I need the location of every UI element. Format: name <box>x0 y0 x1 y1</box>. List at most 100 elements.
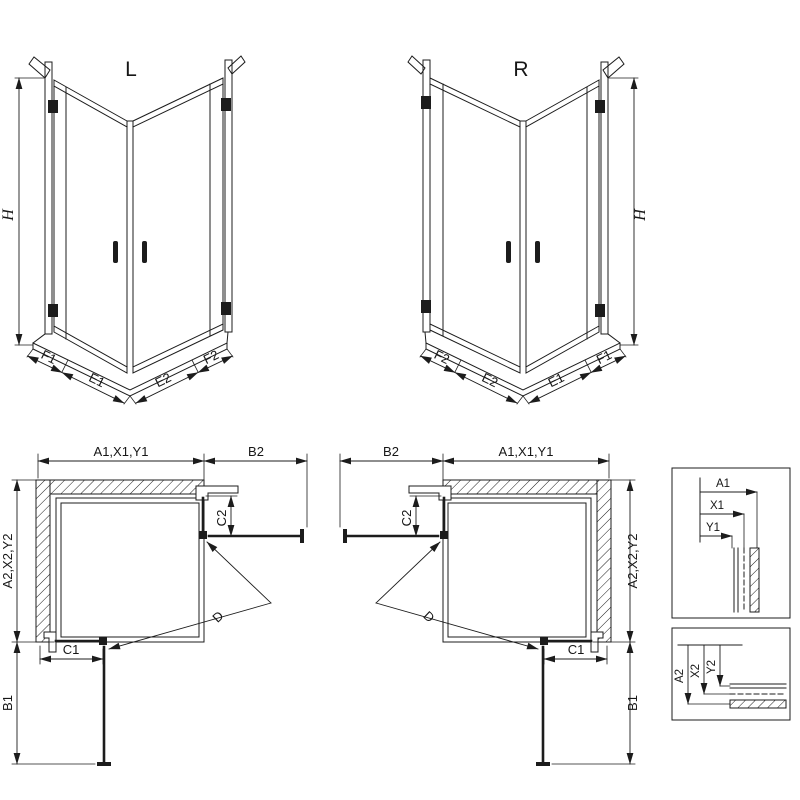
dim-label-b2: B2 <box>383 444 399 459</box>
dim-label-h: H <box>0 208 17 222</box>
dim-label-y2: Y2 <box>706 660 718 674</box>
variant-label-right: R <box>513 58 528 81</box>
hinge-marker <box>595 304 605 317</box>
dim-label-e2: E2 <box>153 370 174 390</box>
door-handle <box>113 241 118 263</box>
tray-outline <box>442 497 592 643</box>
hinge-marker <box>99 637 107 645</box>
wall-top <box>442 479 612 495</box>
dimension-bottom-left-edge: F2 E2 <box>419 347 524 405</box>
door-end-cap <box>536 762 550 766</box>
dim-label-e1: E1 <box>87 370 108 390</box>
dim-label-f1: F1 <box>594 347 614 367</box>
door-handle <box>506 241 511 263</box>
dim-label-a2x2y2: A2,X2,Y2 <box>0 534 15 589</box>
door-right-panel <box>525 79 600 374</box>
glass-profile-section <box>729 683 787 709</box>
dim-label-y1: Y1 <box>706 522 720 534</box>
dim-label-c2: C2 <box>214 510 229 527</box>
dim-label-f1: F1 <box>39 347 59 367</box>
detail-box-bottom: A2 X2 Y2 <box>671 627 791 721</box>
wall-profile-right <box>224 55 246 333</box>
plan-view-right: D B2 A1,X1,Y1 C2 A2,X2,Y2 B1 <box>339 444 640 766</box>
plan-view-left: D A1,X1,Y1 B2 C2 A2,X2,Y2 B1 <box>0 444 308 766</box>
dim-label-a2x2y2: A2,X2,Y2 <box>625 534 640 589</box>
dimension-b1: B1 <box>551 641 640 765</box>
wall-bracket <box>407 55 426 75</box>
dim-label-c2: C2 <box>399 510 414 527</box>
dimension-diagonal: D <box>108 541 272 650</box>
dimension-c2: C2 <box>399 495 442 537</box>
wall-right <box>596 479 612 643</box>
hinge-marker <box>421 96 431 109</box>
dim-label-b1: B1 <box>0 695 15 711</box>
dimension-top: A1,X1,Y1 B2 <box>37 444 308 528</box>
hinge-marker <box>440 531 448 539</box>
door-end-cap <box>343 529 347 543</box>
wall-top <box>35 479 205 495</box>
iso-view-left: L <box>0 55 246 405</box>
dimension-bottom-right-edge: E1 F1 <box>522 347 627 405</box>
dimension-bottom-right-edge: E2 F2 <box>129 347 234 405</box>
dimension-left-height: A2,X2,Y2 <box>0 479 55 643</box>
door-end-cap <box>300 529 304 543</box>
door-right-panel <box>132 77 224 374</box>
dimension-b1: B1 <box>0 641 96 765</box>
dim-label-x1: X1 <box>710 500 724 512</box>
detail-frame <box>671 467 791 619</box>
dim-label-a1x1y1: A1,X1,Y1 <box>499 444 554 459</box>
hinge-marker <box>48 304 58 317</box>
hinge-marker <box>221 98 231 111</box>
dim-label-e2: E2 <box>480 370 501 390</box>
dimension-c1: C1 <box>543 642 608 665</box>
variant-label-left: L <box>125 58 137 81</box>
wall-bracket <box>227 55 246 75</box>
wall-left <box>35 479 51 643</box>
iso-view-right: R <box>407 55 649 405</box>
dimension-right-height: A2,X2,Y2 <box>592 479 640 643</box>
dim-label-f2: F2 <box>201 347 221 367</box>
dim-label-x2: X2 <box>690 664 702 678</box>
dimension-height: H <box>0 77 45 346</box>
hinge-marker <box>221 302 231 315</box>
dim-label-a2: A2 <box>674 669 686 683</box>
hinge-marker <box>199 531 207 539</box>
wall-profile-bracket <box>195 485 239 501</box>
dimension-height: H <box>608 77 649 346</box>
wall-bracket <box>602 56 625 79</box>
dim-label-a1: A1 <box>716 478 730 490</box>
dim-label-h: H <box>632 208 649 222</box>
wall-profile-left <box>28 56 53 335</box>
dim-label-d: D <box>421 608 438 625</box>
dim-label-d: D <box>209 608 226 625</box>
dim-label-a1x1y1: A1,X1,Y1 <box>94 444 149 459</box>
tray-outline <box>55 497 205 643</box>
dim-label-c1: C1 <box>568 642 585 657</box>
wall-bracket <box>28 56 51 79</box>
door-end-cap <box>97 762 111 766</box>
door-handle <box>142 241 147 263</box>
dimension-top: B2 A1,X1,Y1 <box>339 444 610 528</box>
detail-box-top: A1 X1 Y1 <box>671 467 791 619</box>
dim-label-e1: E1 <box>546 370 567 390</box>
dimension-diagonal: D <box>375 541 539 650</box>
dimension-c1: C1 <box>39 642 104 665</box>
hinge-marker <box>595 100 605 113</box>
dimension-bottom-left-edge: F1 E1 <box>26 347 131 405</box>
wall-profile-right <box>600 56 625 335</box>
dim-label-c1: C1 <box>63 642 80 657</box>
door-left-panel <box>53 79 128 374</box>
glass-profile-section <box>733 547 760 613</box>
hinge-marker <box>48 100 58 113</box>
hinge-marker <box>540 637 548 645</box>
tray-inner <box>60 502 200 638</box>
wall-profile-bracket <box>408 485 452 501</box>
door-handle <box>535 241 540 263</box>
dimension-c2: C2 <box>205 495 238 537</box>
dim-label-b2: B2 <box>248 444 264 459</box>
dim-label-f2: F2 <box>432 347 452 367</box>
door-left-panel <box>429 77 521 374</box>
tray-inner <box>447 502 587 638</box>
